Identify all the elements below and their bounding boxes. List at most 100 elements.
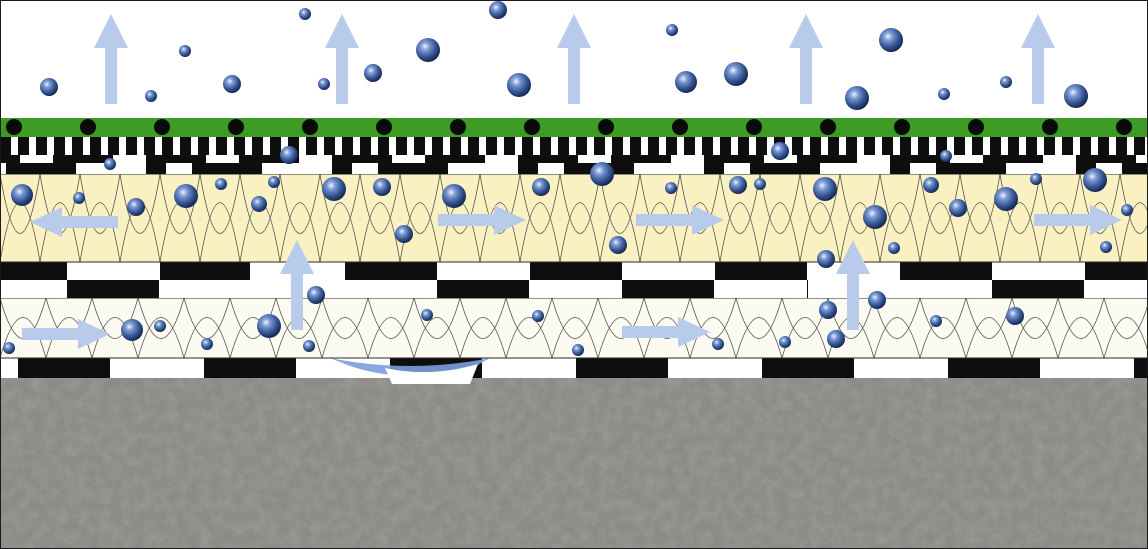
checker-block: [540, 137, 551, 155]
insulation-loops: [0, 174, 1148, 262]
checker-block: [360, 137, 371, 155]
checker-block: [306, 137, 317, 155]
membrane-dot: [598, 119, 614, 135]
checker-block: [522, 137, 533, 155]
strip-segment: [425, 155, 485, 163]
checker-block: [918, 137, 929, 155]
strip-segment: [890, 155, 950, 163]
strip-segment: [0, 262, 67, 280]
vapour-droplet: [416, 38, 440, 62]
strip-segment: [67, 280, 159, 298]
checker-block: [90, 137, 101, 155]
checker-block: [828, 137, 839, 155]
strip-segment: [518, 155, 578, 163]
vapour-droplet: [572, 344, 584, 356]
vapour-droplet: [307, 286, 325, 304]
vapour-droplet: [1006, 307, 1024, 325]
strip-segment: [1076, 163, 1096, 174]
checker-block: [954, 137, 965, 155]
strip-segment: [518, 163, 538, 174]
checker-block: [738, 137, 749, 155]
vapour-droplet: [223, 75, 241, 93]
checker-block: [36, 137, 47, 155]
vapour-arrow-up: [836, 240, 870, 330]
checker-block: [936, 137, 947, 155]
vapour-arrow-right: [1034, 205, 1122, 235]
checker-block: [108, 137, 119, 155]
vapour-arrow-up: [1021, 14, 1055, 104]
vapour-arrow-up: [789, 14, 823, 104]
checker-block: [846, 137, 857, 155]
checker-block: [792, 137, 803, 155]
vapour-droplet: [40, 78, 58, 96]
vapour-arrow-up: [557, 14, 591, 104]
checker-block: [216, 137, 227, 155]
strip-segment: [704, 163, 724, 174]
vapour-droplet: [675, 71, 697, 93]
vapour-droplet: [1030, 173, 1042, 185]
strip-segment: [332, 155, 392, 163]
vapour-droplet: [532, 310, 544, 322]
upper-insulation: [0, 173, 1148, 263]
vapour-arrow-right: [438, 205, 526, 235]
checker-block: [450, 137, 461, 155]
vapour-droplet: [251, 196, 267, 212]
membrane-dot: [6, 119, 22, 135]
checker-block: [432, 137, 443, 155]
vapour-droplet: [421, 309, 433, 321]
vapour-droplet: [1000, 76, 1012, 88]
checker-block: [288, 137, 299, 155]
vapour-droplet: [174, 184, 198, 208]
membrane-dot: [80, 119, 96, 135]
vapour-droplet: [940, 150, 952, 162]
strip-segment: [1076, 155, 1136, 163]
checker-block: [1116, 137, 1127, 155]
checker-block: [1062, 137, 1073, 155]
vapour-droplet: [395, 225, 413, 243]
concrete-deck: [0, 378, 1148, 549]
vapour-droplet: [888, 242, 900, 254]
vapour-droplet: [442, 184, 466, 208]
strip-segment: [146, 163, 166, 174]
vapour-arrow-up: [325, 14, 359, 104]
membrane-dot: [228, 119, 244, 135]
vapour-droplet: [1064, 84, 1088, 108]
vapour-arrow-up: [94, 14, 128, 104]
vapour-droplet: [754, 178, 766, 190]
checker-block: [0, 137, 11, 155]
vapour-droplet: [507, 73, 531, 97]
checker-block: [594, 137, 605, 155]
membrane-dot: [450, 119, 466, 135]
checker-block: [1134, 137, 1145, 155]
strip-segment: [900, 262, 992, 280]
checker-block: [990, 137, 1001, 155]
vapour-droplet: [299, 8, 311, 20]
checker-block: [648, 137, 659, 155]
membrane-dot: [302, 119, 318, 135]
vapour-arrow-right: [622, 317, 710, 347]
strip-segment: [530, 262, 622, 280]
vapour-droplet: [532, 178, 550, 196]
vapour-arrow-right: [636, 205, 724, 235]
green-membrane: [0, 118, 1148, 137]
vapour-droplet: [923, 177, 939, 193]
strip-segment: [1085, 262, 1148, 280]
checker-block: [342, 137, 353, 155]
vapour-droplet: [827, 330, 845, 348]
vapour-droplet: [666, 24, 678, 36]
strip-segment: [750, 163, 820, 174]
checker-block: [1026, 137, 1037, 155]
checker-block: [630, 137, 641, 155]
vapour-droplet: [3, 342, 15, 354]
strip-segment: [992, 280, 1084, 298]
vapour-droplet: [1100, 241, 1112, 253]
strip-segment: [611, 155, 671, 163]
vapour-droplet: [724, 62, 748, 86]
vapour-droplet: [712, 338, 724, 350]
strip-segment: [890, 163, 910, 174]
membrane-dot: [746, 119, 762, 135]
strip-segment: [622, 280, 714, 298]
vapour-droplet: [779, 336, 791, 348]
strip-segment: [762, 358, 854, 378]
